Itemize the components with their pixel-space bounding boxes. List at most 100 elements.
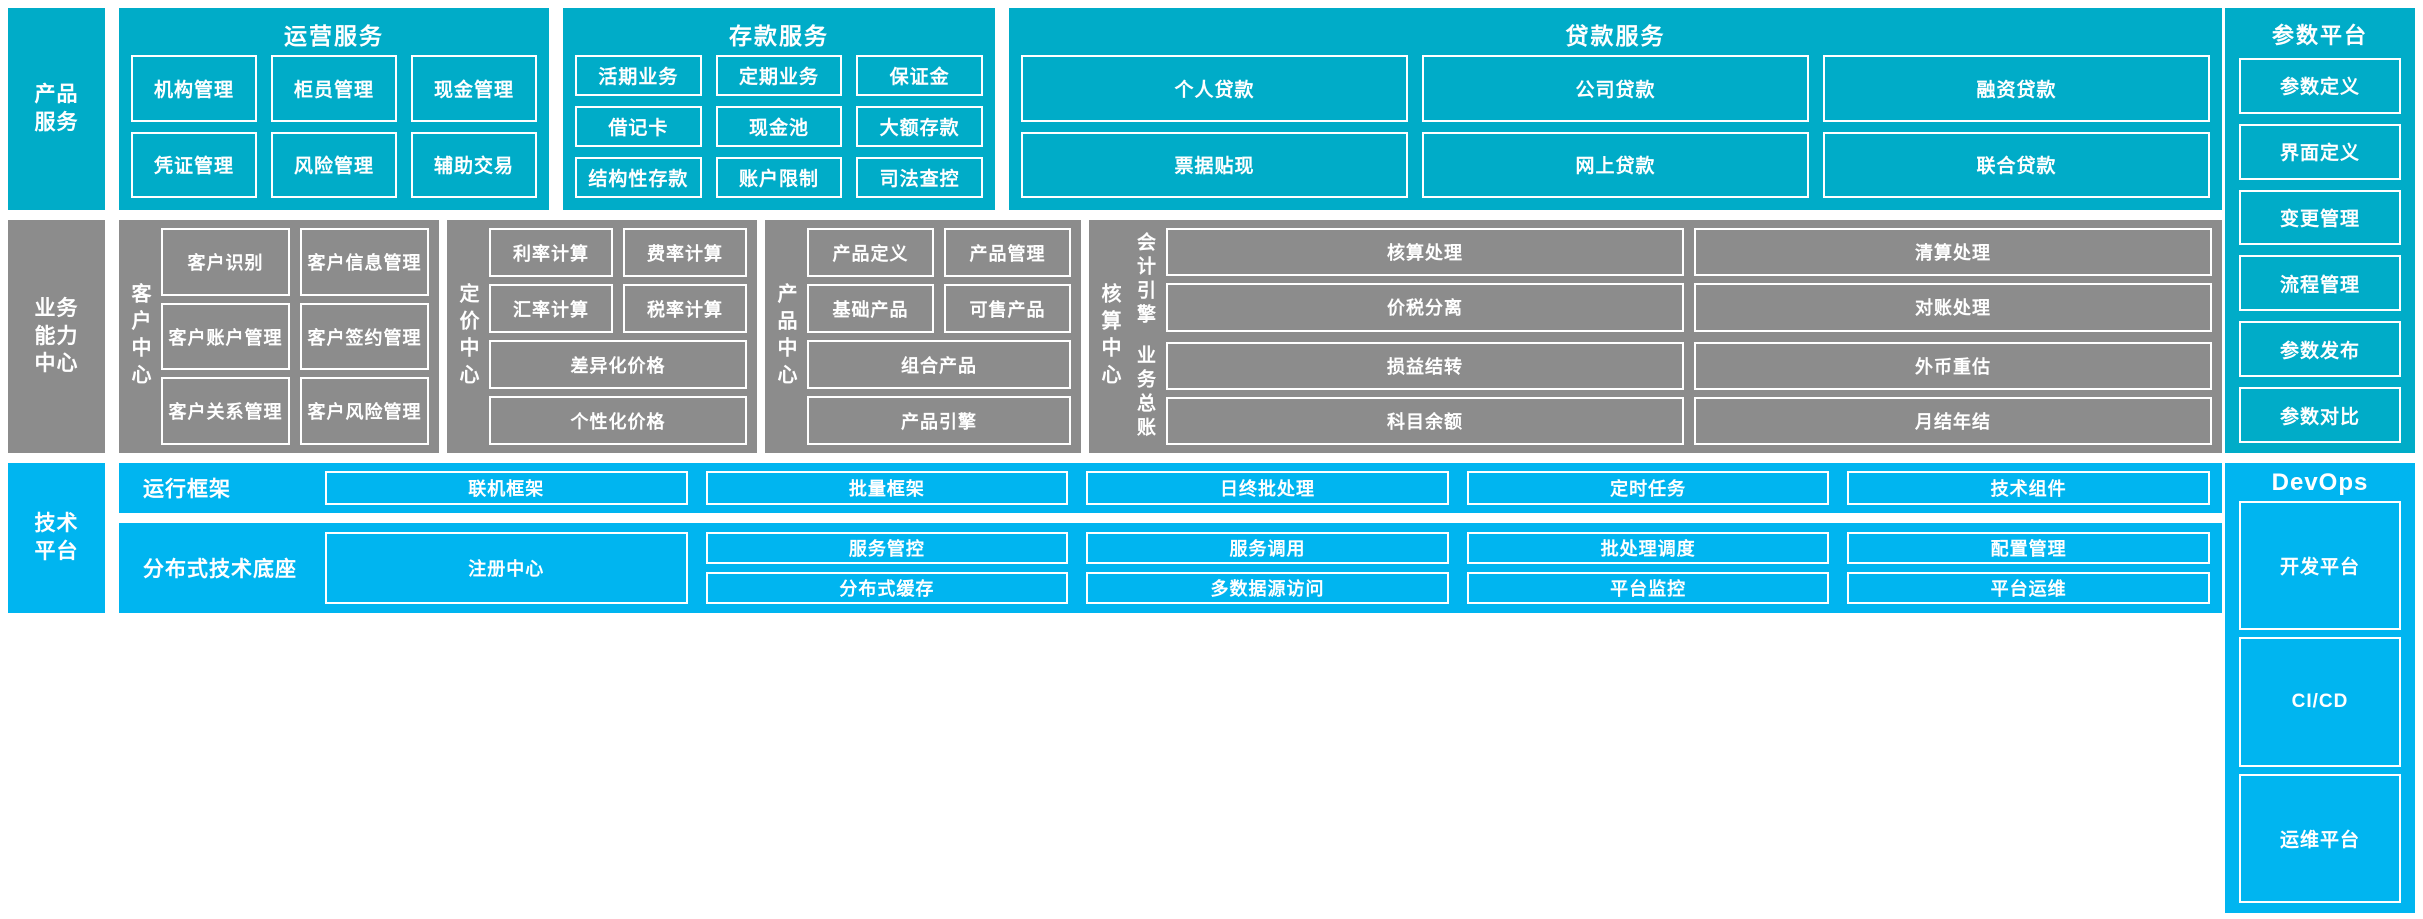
band-label-runtime-framework: 运行框架 [143,478,231,501]
center-label-accounting: 核算中心 [1098,282,1120,391]
main-column: 产品服务 运营服务 机构管理 柜员管理 现金管理 凭证管理 风险管理 [8,8,2222,613]
capability-cell[interactable]: 利率计算 [489,228,613,277]
center-row: 组合产品 [807,340,1071,389]
capability-cell[interactable]: 客户信息管理 [300,228,429,296]
parameter-item[interactable]: 变更管理 [2239,189,2401,246]
capability-cell[interactable]: 对账处理 [1694,283,2212,332]
capability-cell[interactable]: 价税分离 [1166,283,1684,332]
capability-cell[interactable]: 费率计算 [623,228,747,277]
devops-item[interactable]: CI/CD [2239,637,2401,767]
center-label-customer: 客户中心 [128,282,150,391]
tech-cell[interactable]: 多数据源访问 [1086,572,1449,604]
capability-cell[interactable]: 基础产品 [807,284,934,333]
service-cell[interactable]: 大额存款 [856,106,984,147]
tech-cell[interactable]: 服务调用 [1086,532,1449,564]
capability-cell[interactable]: 损益结转 [1166,341,1684,390]
tech-cell[interactable]: 平台运维 [1847,572,2210,604]
right-sidebar: 参数平台 参数定义 界面定义 变更管理 流程管理 参数发布 参数对比 DevOp… [2225,8,2415,913]
capability-cell[interactable]: 清算处理 [1694,228,2212,277]
service-cell[interactable]: 柜员管理 [271,55,397,122]
capability-cell[interactable]: 差异化价格 [489,340,747,389]
tech-cell[interactable]: 定时任务 [1466,471,1830,505]
service-cell[interactable]: 司法查控 [856,157,984,198]
tech-cell[interactable]: 技术组件 [1847,471,2210,505]
service-cell[interactable]: 机构管理 [131,55,257,122]
service-cell[interactable]: 借记卡 [575,106,702,147]
capability-cell[interactable]: 汇率计算 [489,284,613,333]
capability-cell[interactable]: 核算处理 [1166,228,1684,277]
service-cell[interactable]: 凭证管理 [131,131,257,198]
capability-cell[interactable]: 产品引擎 [807,396,1071,445]
service-cell[interactable]: 风险管理 [271,131,397,198]
center-row: 损益结转 外币重估 [1166,341,2212,390]
service-cell[interactable]: 定期业务 [715,55,843,96]
devops-item[interactable]: 开发平台 [2239,501,2401,631]
tech-cell[interactable]: 配置管理 [1847,532,2210,564]
capability-cell[interactable]: 产品定义 [807,228,934,277]
parameter-item[interactable]: 参数定义 [2239,58,2401,114]
parameter-item[interactable]: 流程管理 [2239,255,2401,312]
service-cell[interactable]: 辅助交易 [411,131,537,198]
capability-cell[interactable]: 客户风险管理 [300,377,429,446]
service-cell[interactable]: 公司贷款 [1422,55,1809,122]
subgroup-label-business-ledger: 业务总账 [1134,345,1155,442]
tier-label-technical-platform: 技术平台 [8,463,105,613]
band-column: 批处理调度 平台监控 [1466,532,1830,604]
center-row: 客户关系管理 客户风险管理 [161,377,429,446]
group-title-operation-services: 运营服务 [284,23,384,49]
capability-cell[interactable]: 客户账户管理 [161,302,290,371]
service-cell[interactable]: 个人贷款 [1021,55,1408,122]
capability-cell[interactable]: 客户签约管理 [300,302,429,371]
capability-cell[interactable]: 客户识别 [161,228,290,296]
tech-cell[interactable]: 批量框架 [705,471,1069,505]
capability-cell[interactable]: 组合产品 [807,340,1071,389]
band-column: 服务管控 分布式缓存 [705,532,1069,604]
panel-title-parameter-platform: 参数平台 [2271,23,2368,48]
group-row: 活期业务 定期业务 保证金 [575,55,984,96]
center-label-pricing: 定价中心 [456,282,478,391]
service-cell[interactable]: 票据贴现 [1021,131,1408,198]
tech-cell[interactable]: 分布式缓存 [705,572,1069,604]
capability-cell[interactable]: 税率计算 [623,284,747,333]
band-runtime-framework: 运行框架 联机框架 批量框架 日终批处理 定时任务 技术组件 [119,463,2222,513]
capability-cell[interactable]: 外币重估 [1694,341,2212,390]
devops-item[interactable]: 运维平台 [2239,773,2401,903]
band-column: 配置管理 平台运维 [1847,532,2210,604]
service-cell[interactable]: 网上贷款 [1422,131,1809,198]
tech-cell[interactable]: 日终批处理 [1086,471,1449,505]
service-cell[interactable]: 现金管理 [411,55,537,122]
parameter-item[interactable]: 界面定义 [2239,123,2401,180]
tech-cell[interactable]: 服务管控 [705,532,1069,564]
capability-cell[interactable]: 客户关系管理 [161,377,290,446]
capability-cell[interactable]: 可售产品 [944,284,1071,333]
tech-cell[interactable]: 联机框架 [325,471,688,505]
service-cell[interactable]: 融资贷款 [1823,55,2210,122]
center-customer: 客户中心 客户识别 客户信息管理 客户账户管理 客户签约管理 客户关系管理 客户 [119,220,439,453]
parameter-item[interactable]: 参数发布 [2239,321,2401,378]
service-cell[interactable]: 账户限制 [715,157,843,198]
capability-cell[interactable]: 产品管理 [944,228,1071,277]
technical-platform-bands: 运行框架 联机框架 批量框架 日终批处理 定时任务 技术组件 分布式技术底座 注… [119,463,2222,613]
center-row: 个性化价格 [489,396,747,445]
capability-cell[interactable]: 科目余额 [1166,396,1684,445]
group-deposit-services: 存款服务 活期业务 定期业务 保证金 借记卡 现金池 大额存款 [563,8,995,210]
parameter-item[interactable]: 参数对比 [2239,387,2401,443]
tier-technical-platform: 技术平台 运行框架 联机框架 批量框架 日终批处理 定时任务 技术组件 分布式技… [8,463,2222,613]
capability-cell[interactable]: 个性化价格 [489,396,747,445]
group-title-loan-services: 贷款服务 [1565,23,1666,49]
tech-cell[interactable]: 批处理调度 [1466,532,1830,564]
center-label-product: 产品中心 [774,282,796,391]
panel-title-devops: DevOps [2271,469,2369,496]
service-cell[interactable]: 结构性存款 [575,157,702,198]
tech-cell[interactable]: 注册中心 [325,532,688,604]
service-cell[interactable]: 现金池 [715,106,843,147]
tier-label-business-capability: 业务能力中心 [8,220,105,453]
center-product: 产品中心 产品定义 产品管理 基础产品 可售产品 组合产品 [765,220,1081,453]
service-cell[interactable]: 联合贷款 [1823,131,2210,198]
capability-cell[interactable]: 月结年结 [1694,396,2212,445]
tech-cell[interactable]: 平台监控 [1466,572,1830,604]
service-cell[interactable]: 活期业务 [575,55,702,96]
group-operation-services: 运营服务 机构管理 柜员管理 现金管理 凭证管理 风险管理 辅助交易 [119,8,549,210]
service-cell[interactable]: 保证金 [856,55,984,96]
